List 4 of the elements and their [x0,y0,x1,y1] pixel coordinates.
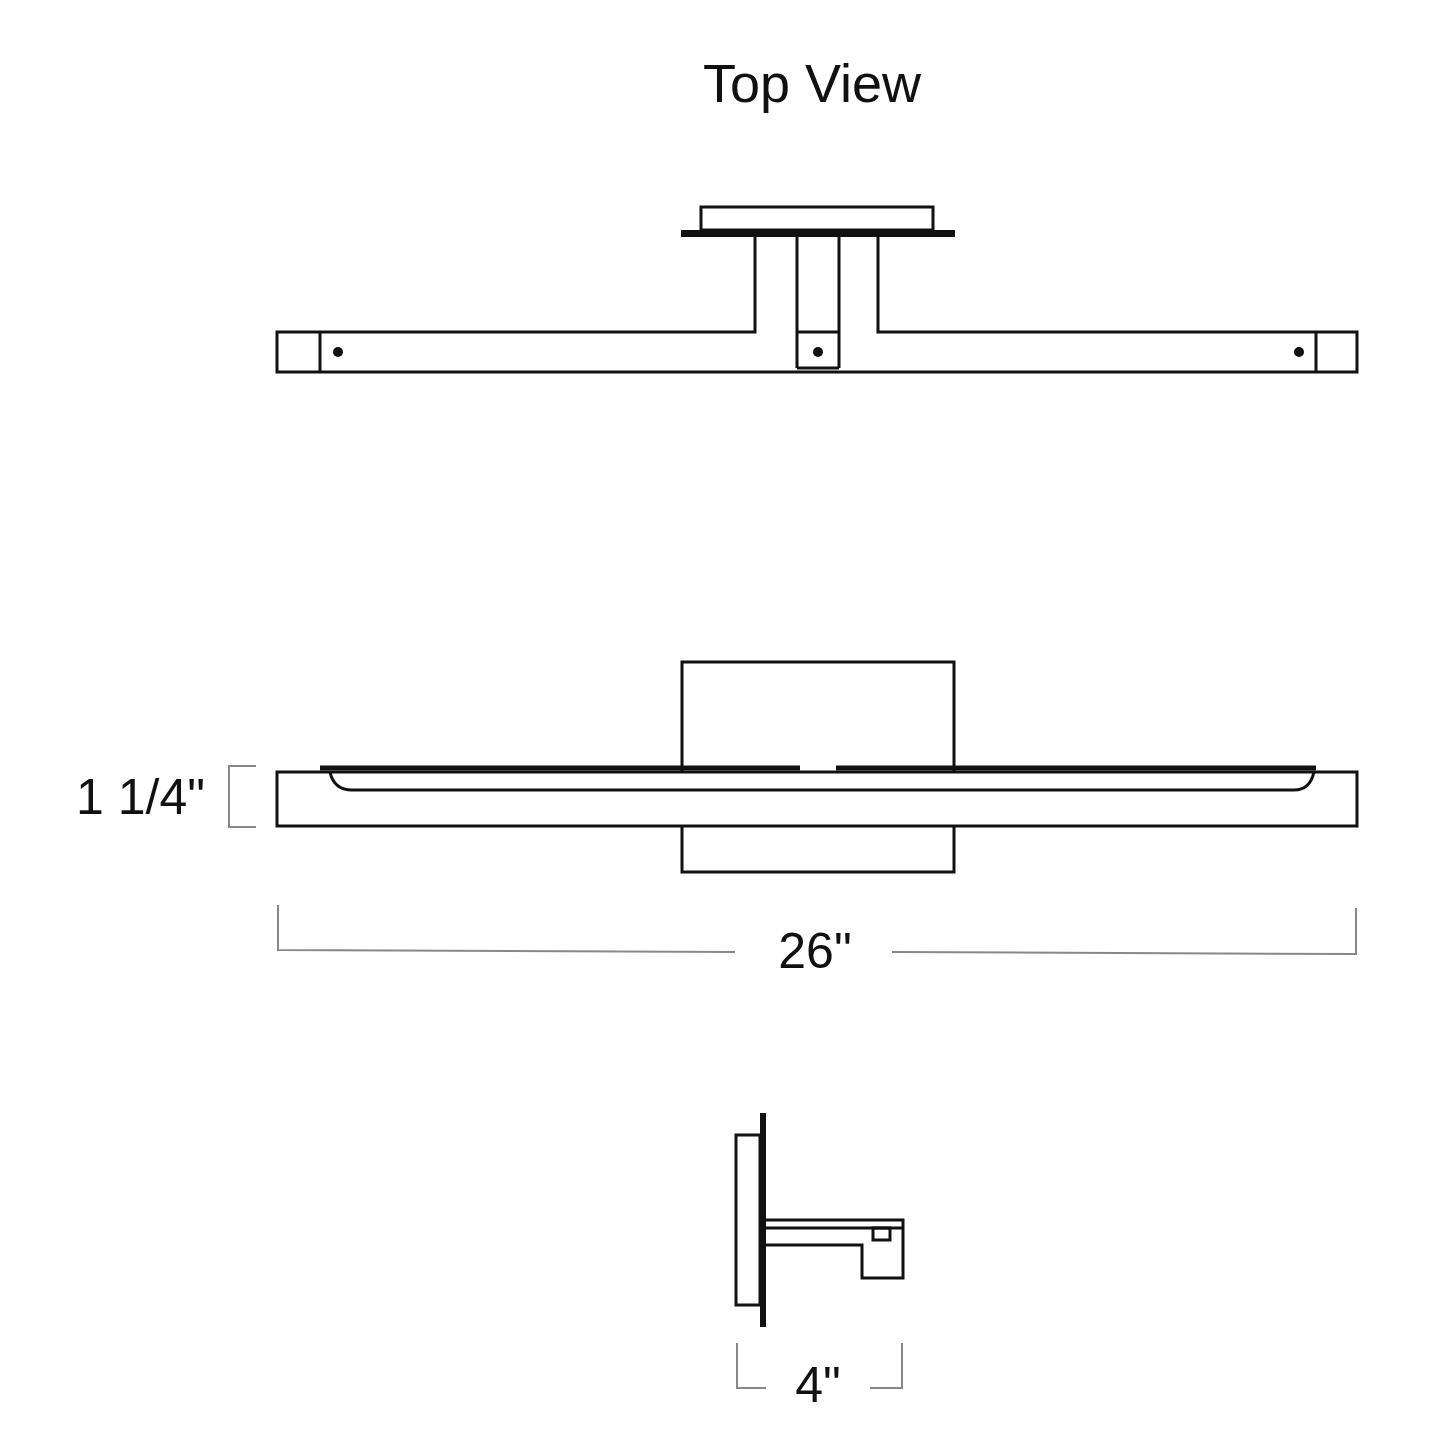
dimension-label: 1 1/4" [75,768,205,826]
view-title: Top View [701,52,923,114]
dimension-label: 4" [794,1356,842,1414]
dimension-label: 26" [777,922,853,980]
